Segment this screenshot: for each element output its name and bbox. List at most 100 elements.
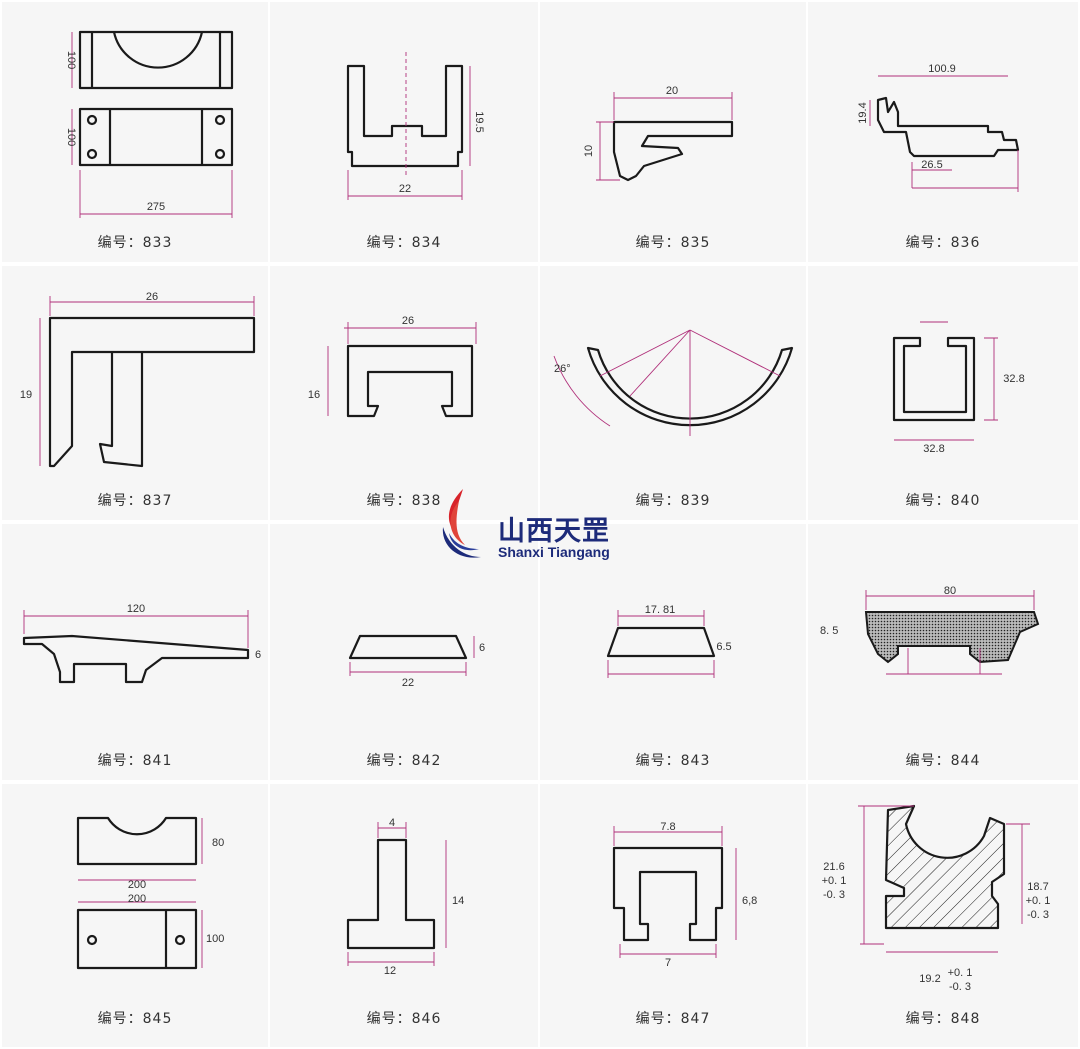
drawing-847: 7.8 6,8 7 — [612, 821, 757, 969]
cell-836: 100.9 19.4 26.5 编号：836 — [808, 2, 1078, 262]
cell-846: 4 14 12 编号：846 — [270, 784, 538, 1047]
drawing-843: 17. 81 6.5 — [606, 604, 732, 678]
part-number: 841 — [142, 753, 173, 769]
caption-843: 编号：843 — [635, 753, 711, 769]
part-number: 838 — [411, 493, 442, 509]
caption-833: 编号：833 — [97, 235, 173, 251]
caption-837: 编号：837 — [97, 493, 173, 509]
dim-846-0: 4 — [389, 817, 395, 829]
part-number: 837 — [142, 493, 173, 509]
drawing-837: 26 19 — [20, 291, 256, 468]
dim-833-0: 100 — [65, 51, 77, 69]
dim-848-3: 18.7 — [1027, 881, 1048, 893]
dim-845-1: 200 — [128, 879, 146, 891]
part-number: 834 — [411, 235, 442, 251]
dim-846-2: 12 — [384, 965, 396, 977]
drawing-845: 80 200 200 100 — [76, 816, 224, 970]
dim-833-1: 100 — [65, 128, 77, 146]
dim-848-0: 21.6 — [823, 861, 844, 873]
dim-836-1: 19.4 — [857, 102, 869, 123]
caption-836: 编号：836 — [905, 235, 981, 251]
cell-835: 20 10 编号：835 — [540, 2, 806, 262]
part-number: 845 — [142, 1011, 173, 1027]
part-number: 833 — [142, 235, 173, 251]
part-number: 839 — [680, 493, 711, 509]
cell-843: 17. 81 6.5 编号：843 — [540, 524, 806, 780]
cell-834: 19.5 22 编号：834 — [270, 2, 538, 262]
caption-840: 编号：840 — [905, 493, 981, 509]
dim-847-2: 7 — [665, 957, 671, 969]
cell-839: 26° 编号：839 — [540, 266, 806, 520]
dim-848-7: +0. 1 — [948, 967, 973, 979]
drawing-846: 4 14 12 — [346, 817, 464, 977]
caption-845: 编号：845 — [97, 1011, 173, 1027]
dim-847-1: 6,8 — [742, 895, 757, 907]
dim-842-0: 6 — [479, 642, 485, 654]
part-number: 847 — [680, 1011, 711, 1027]
cell-842: 6 22 编号：842 — [270, 524, 538, 780]
dim-848-6: 19.2 — [919, 973, 940, 985]
cell-845: 80 200 200 100 编号：845 — [2, 784, 268, 1047]
caption-834: 编号：834 — [366, 235, 442, 251]
part-number: 842 — [411, 753, 442, 769]
drawing-834: 19.5 22 — [346, 52, 485, 200]
dim-845-2: 200 — [128, 893, 146, 905]
dim-837-1: 19 — [20, 389, 32, 401]
dim-833-2: 275 — [147, 201, 165, 213]
caption-844: 编号：844 — [905, 753, 981, 769]
dim-848-1: +0. 1 — [822, 875, 847, 887]
caption-839: 编号：839 — [635, 493, 711, 509]
cell-840: 32.8 32.8 编号：840 — [808, 266, 1078, 520]
dim-836-2: 26.5 — [921, 159, 942, 171]
caption-835: 编号：835 — [635, 235, 711, 251]
caption-842: 编号：842 — [366, 753, 442, 769]
dim-838-0: 26 — [402, 315, 414, 327]
dim-843-1: 6.5 — [716, 641, 731, 653]
dim-839-0: 26° — [554, 363, 571, 375]
dim-835-1: 10 — [583, 145, 595, 157]
cell-838: 26 16 编号：838 — [270, 266, 538, 520]
caption-847: 编号：847 — [635, 1011, 711, 1027]
logo-name-cn: 山西天罡 — [498, 516, 610, 547]
drawing-838: 26 16 — [308, 315, 477, 418]
dim-844-0: 80 — [944, 585, 956, 597]
dim-844-1: 8. 5 — [820, 625, 838, 637]
flame-logo-icon — [442, 489, 481, 558]
dim-842-1: 22 — [402, 677, 414, 689]
caption-846: 编号：846 — [366, 1011, 442, 1027]
dim-848-5: -0. 3 — [1027, 909, 1049, 921]
caption-841: 编号：841 — [97, 753, 173, 769]
dim-845-0: 80 — [212, 837, 224, 849]
drawing-841: 120 6 — [22, 603, 261, 684]
part-number: 846 — [411, 1011, 442, 1027]
dim-848-8: -0. 3 — [949, 981, 971, 993]
part-number: 836 — [950, 235, 981, 251]
dim-840-1: 32.8 — [923, 443, 944, 455]
drawing-839: 26° — [553, 329, 794, 436]
dim-836-0: 100.9 — [928, 63, 956, 75]
cell-833: 100 100 275 编号：833 — [2, 2, 268, 262]
part-number: 835 — [680, 235, 711, 251]
dim-837-0: 26 — [146, 291, 158, 303]
part-number: 844 — [950, 753, 981, 769]
cell-848: 21.6 +0. 1 -0. 3 18.7 +0. 1 -0. 3 19.2 +… — [808, 784, 1078, 1047]
drawing-833: 100 100 275 — [65, 30, 234, 218]
drawing-848: 21.6 +0. 1 -0. 3 18.7 +0. 1 -0. 3 19.2 +… — [822, 804, 1051, 993]
cell-841: 120 6 编号：841 — [2, 524, 268, 780]
drawing-844: 80 8. 5 — [820, 585, 1040, 675]
part-number: 848 — [950, 1011, 981, 1027]
dim-841-1: 6 — [255, 649, 261, 661]
cell-837: 26 19 编号：837 — [2, 266, 268, 520]
dim-834-0: 19.5 — [473, 111, 485, 132]
cell-847: 7.8 6,8 7 编号：847 — [540, 784, 806, 1047]
drawing-835: 20 10 — [583, 85, 734, 182]
dim-848-4: +0. 1 — [1026, 895, 1051, 907]
dim-838-1: 16 — [308, 389, 320, 401]
drawing-842: 6 22 — [348, 634, 485, 689]
dim-840-0: 32.8 — [1003, 373, 1024, 385]
dim-835-0: 20 — [666, 85, 678, 97]
cell-844: 80 8. 5 编号：844 — [808, 524, 1078, 780]
dim-841-0: 120 — [127, 603, 145, 615]
part-number: 843 — [680, 753, 711, 769]
